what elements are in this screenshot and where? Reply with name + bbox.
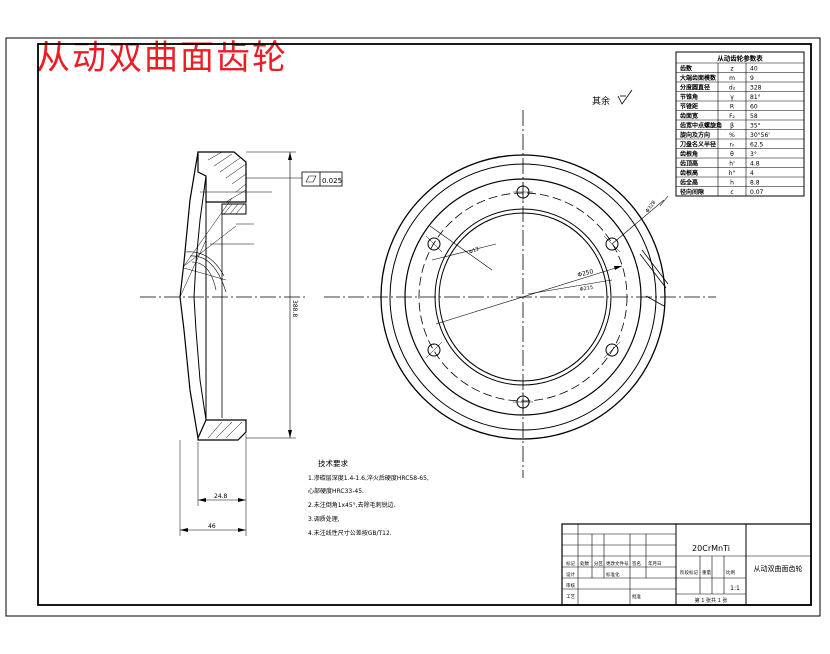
svg-text:大端齿面模数: 大端齿面模数	[680, 74, 717, 82]
svg-text:d₂: d₂	[729, 85, 736, 92]
params-table-title: 从动齿轮参数表	[717, 54, 763, 63]
title-cell: 年月日	[648, 560, 662, 567]
svg-text:40: 40	[750, 66, 758, 73]
svg-text:30°56': 30°56'	[750, 132, 770, 139]
svg-text:齿宽中点螺旋角: 齿宽中点螺旋角	[680, 122, 722, 130]
tech-req-item: 4.未注线性尺寸公差按GB/T12.	[308, 529, 392, 537]
params-table	[675, 51, 805, 197]
svg-text:h': h'	[729, 161, 735, 168]
material-label: 20CrMnTi	[692, 544, 730, 553]
front-view	[324, 110, 716, 478]
svg-text:θ: θ	[730, 151, 734, 158]
svg-text:81°: 81°	[750, 94, 761, 101]
params-row: 刀盘名义半径 r₀ 62.5	[680, 141, 764, 149]
title-cell: 标记	[566, 560, 575, 567]
svg-text:齿根高: 齿根高	[680, 169, 698, 177]
width-total-label: 46	[208, 523, 216, 530]
title-cell: 更改文件号	[606, 560, 629, 567]
svg-text:旋向及方向: 旋向及方向	[679, 131, 710, 139]
roughness-icon	[617, 89, 633, 105]
params-row: 分度圆直径 d₂ 328	[680, 84, 762, 92]
overall-dia-label: 388.8	[291, 300, 298, 317]
title-cell: 工艺	[566, 594, 575, 600]
title-cell: 设计	[566, 571, 575, 578]
tech-req-title: 技术要求	[318, 458, 348, 468]
params-row: 齿宽中点螺旋角 β 35°	[680, 122, 761, 130]
svg-text:分度圆直径: 分度圆直径	[680, 84, 710, 92]
svg-text:h": h"	[729, 170, 736, 177]
hub-dia: Φ215	[579, 285, 593, 293]
svg-text:齿根角: 齿根角	[680, 150, 698, 158]
title-cell: 签名	[632, 560, 641, 567]
svg-text:齿全高: 齿全高	[680, 179, 698, 187]
tech-req-item: 2.未注倒角1x45°,去除毛刺锐边.	[308, 501, 396, 509]
title-cell: 分区	[594, 560, 603, 567]
params-row: 齿数 z 40	[680, 65, 758, 73]
params-row: 齿顶高 h' 4.8	[680, 160, 760, 168]
title-cell: 阶段标记	[680, 569, 698, 576]
width-inner-label: 24.8	[214, 493, 228, 500]
svg-text:径向间隙: 径向间隙	[680, 188, 704, 196]
tech-requirements: 技术要求 1.渗碳层深度1.4-1.6,淬火后硬度HRC58-65, 心部硬度H…	[308, 458, 429, 537]
svg-text:3°: 3°	[750, 151, 757, 158]
section-view	[140, 151, 343, 536]
outer-border	[5, 37, 821, 617]
svg-text:9: 9	[750, 75, 754, 82]
tech-req-item: 心部硬度HRC33-45.	[308, 487, 364, 495]
svg-text:γ: γ	[730, 94, 734, 101]
svg-text:z: z	[730, 66, 733, 73]
svg-text:58: 58	[750, 113, 758, 120]
hole-size-label: Φ12	[468, 246, 480, 256]
bolt-circle-dia: Φ250	[577, 268, 595, 279]
svg-text:8.8: 8.8	[750, 180, 760, 187]
svg-text:齿面宽: 齿面宽	[680, 112, 698, 120]
svg-text:h: h	[730, 180, 734, 187]
svg-text:60: 60	[750, 104, 758, 111]
svg-text:4.8: 4.8	[750, 161, 760, 168]
title-cell: 标准化	[606, 571, 620, 578]
svg-text:0.07: 0.07	[750, 189, 764, 196]
params-row: 齿根角 θ 3°	[680, 150, 757, 158]
svg-text:35°: 35°	[750, 123, 761, 130]
svg-text:r₀: r₀	[730, 142, 735, 149]
params-row: 节锥角 γ 81°	[680, 93, 761, 101]
params-row: 旋向及方向 % 30°56'	[679, 131, 770, 139]
title-cell: 重量	[702, 569, 711, 576]
title-cell: 批准	[632, 593, 641, 600]
svg-text:%: %	[729, 132, 735, 139]
svg-text:62.5: 62.5	[750, 142, 764, 149]
svg-text:F₂: F₂	[729, 113, 735, 120]
svg-text:齿顶高: 齿顶高	[680, 160, 698, 168]
tech-req-item: 1.渗碳层深度1.4-1.6,淬火后硬度HRC58-65,	[308, 474, 429, 482]
title-block	[561, 523, 812, 606]
flatness-value: 0.025	[322, 177, 342, 185]
title-cell: 处数	[580, 560, 589, 567]
svg-text:c: c	[730, 189, 733, 196]
scale-label: 1:1	[730, 585, 740, 592]
params-row: 大端齿面模数 m 9	[680, 74, 754, 82]
svg-text:β: β	[730, 123, 734, 130]
params-row: 齿根高 h" 4	[680, 169, 754, 177]
svg-text:节锥角: 节锥角	[680, 93, 698, 101]
title-cell: 比例	[726, 569, 735, 576]
svg-text:m: m	[729, 75, 735, 82]
surface-roughness-label: 其余	[592, 95, 610, 107]
title-cell: 审核	[566, 582, 575, 589]
svg-text:齿数: 齿数	[680, 65, 693, 73]
svg-text:328: 328	[750, 85, 762, 92]
params-row: 节锥距 R 60	[680, 103, 758, 111]
sheet-label: 第 1 张共 1 张	[695, 597, 728, 604]
tech-req-item: 3.调质处理,	[308, 515, 340, 523]
part-name-label: 从动双曲面齿轮	[754, 564, 803, 573]
svg-text:R: R	[730, 104, 734, 111]
drawing-frame	[37, 43, 812, 606]
svg-text:节锥距: 节锥距	[680, 103, 698, 111]
params-row: 齿全高 h 8.8	[680, 179, 760, 187]
params-row: 径向间隙 c 0.07	[680, 188, 764, 196]
svg-text:刀盘名义半径: 刀盘名义半径	[680, 141, 716, 149]
params-row: 齿面宽 F₂ 58	[680, 112, 758, 120]
svg-text:4: 4	[750, 170, 754, 177]
